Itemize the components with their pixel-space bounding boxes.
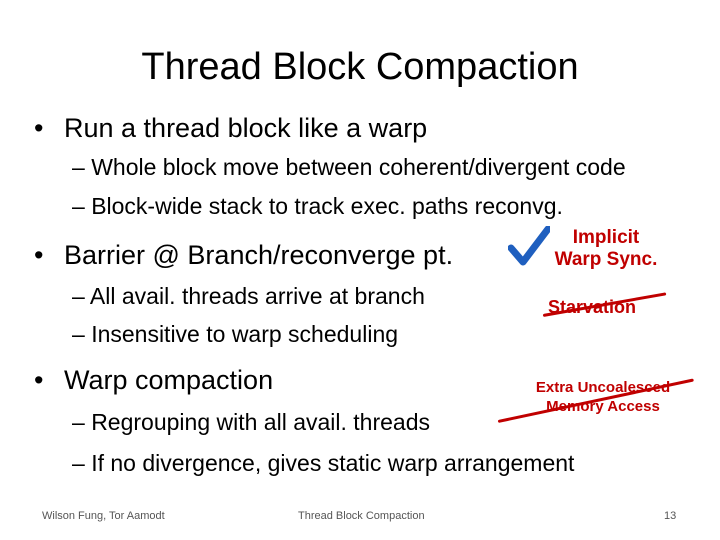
bullet-marker: • [34, 240, 44, 270]
sub-bullet-marker: – [72, 409, 85, 435]
sub-bullet-3-2: – If no divergence, gives static warp ar… [72, 449, 574, 477]
slide-title: Thread Block Compaction [141, 46, 579, 88]
sub-bullet-2-1: – All avail. threads arrive at branch [72, 282, 425, 310]
footer-authors: Wilson Fung, Tor Aamodt [42, 510, 165, 522]
implicit-line-2: Warp Sync. [554, 249, 658, 270]
sub-bullet-marker: – [72, 283, 85, 309]
implicit-line-1: Implicit [572, 227, 640, 248]
bullet-marker: • [34, 113, 44, 143]
sub-bullet-1-2: – Block-wide stack to track exec. paths … [72, 192, 563, 220]
sub-bullet-marker: – [72, 450, 85, 476]
sub-bullet-text: If no divergence, gives static warp arra… [91, 450, 575, 476]
check-icon [508, 226, 550, 266]
extra-line-2: Memory Access [546, 398, 660, 415]
sub-bullet-text: Insensitive to warp scheduling [91, 321, 399, 347]
bullet-2: • Barrier @ Branch/reconverge pt. [34, 239, 453, 271]
sub-bullet-marker: – [72, 321, 85, 347]
bullet-text: Barrier @ Branch/reconverge pt. [64, 240, 454, 270]
sub-bullet-text: Block-wide stack to track exec. paths re… [91, 193, 563, 219]
bullet-marker: • [34, 365, 44, 395]
bullet-text: Run a thread block like a warp [64, 113, 428, 143]
bullet-text: Warp compaction [64, 365, 274, 395]
sub-bullet-marker: – [72, 154, 85, 180]
sub-bullet-text: All avail. threads arrive at branch [89, 283, 425, 309]
sub-bullet-1-1: – Whole block move between coherent/dive… [72, 153, 626, 181]
sub-bullet-3-1: – Regrouping with all avail. threads [72, 408, 430, 436]
sub-bullet-text: Regrouping with all avail. threads [91, 409, 430, 435]
page-number: 13 [664, 510, 677, 522]
sub-bullet-2-2: – Insensitive to warp scheduling [72, 320, 398, 348]
sub-bullet-marker: – [72, 193, 85, 219]
footer-title: Thread Block Compaction [298, 510, 425, 522]
implicit-warp-sync-note: Implicit Warp Sync. [548, 227, 664, 271]
bullet-1: • Run a thread block like a warp [34, 112, 427, 144]
bullet-3: • Warp compaction [34, 364, 273, 396]
sub-bullet-text: Whole block move between coherent/diverg… [91, 154, 626, 180]
